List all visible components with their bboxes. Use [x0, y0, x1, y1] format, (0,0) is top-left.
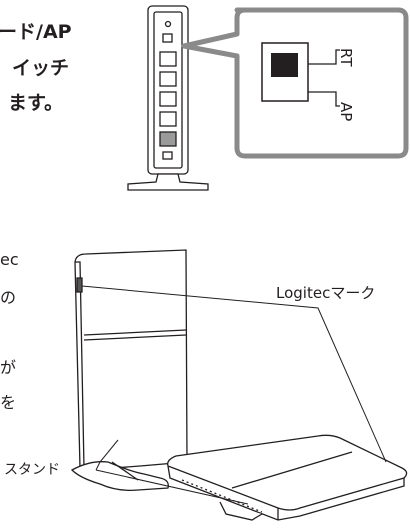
description-line-1: ec	[0, 250, 19, 269]
description-line-4: を	[0, 393, 17, 412]
rt-label: RT	[337, 48, 355, 67]
router-vertical	[70, 249, 188, 492]
logitec-mark-label: Logitecマーク	[276, 284, 375, 302]
ap-label: AP	[337, 102, 355, 121]
instruction-line-3: ます。	[8, 92, 64, 114]
description-line-2: の	[0, 288, 17, 307]
switch-knob	[271, 53, 298, 77]
instruction-line-1: ード/AP	[0, 21, 72, 43]
router-horizontal	[167, 434, 408, 521]
router-rear-view	[127, 5, 209, 191]
leader-lines	[81, 285, 387, 505]
switch-callout: RT AP	[181, 7, 409, 159]
instruction-line-2: イッチ	[12, 57, 70, 79]
description-line-3: が	[0, 358, 17, 377]
stand-label: スタンド	[4, 462, 60, 478]
